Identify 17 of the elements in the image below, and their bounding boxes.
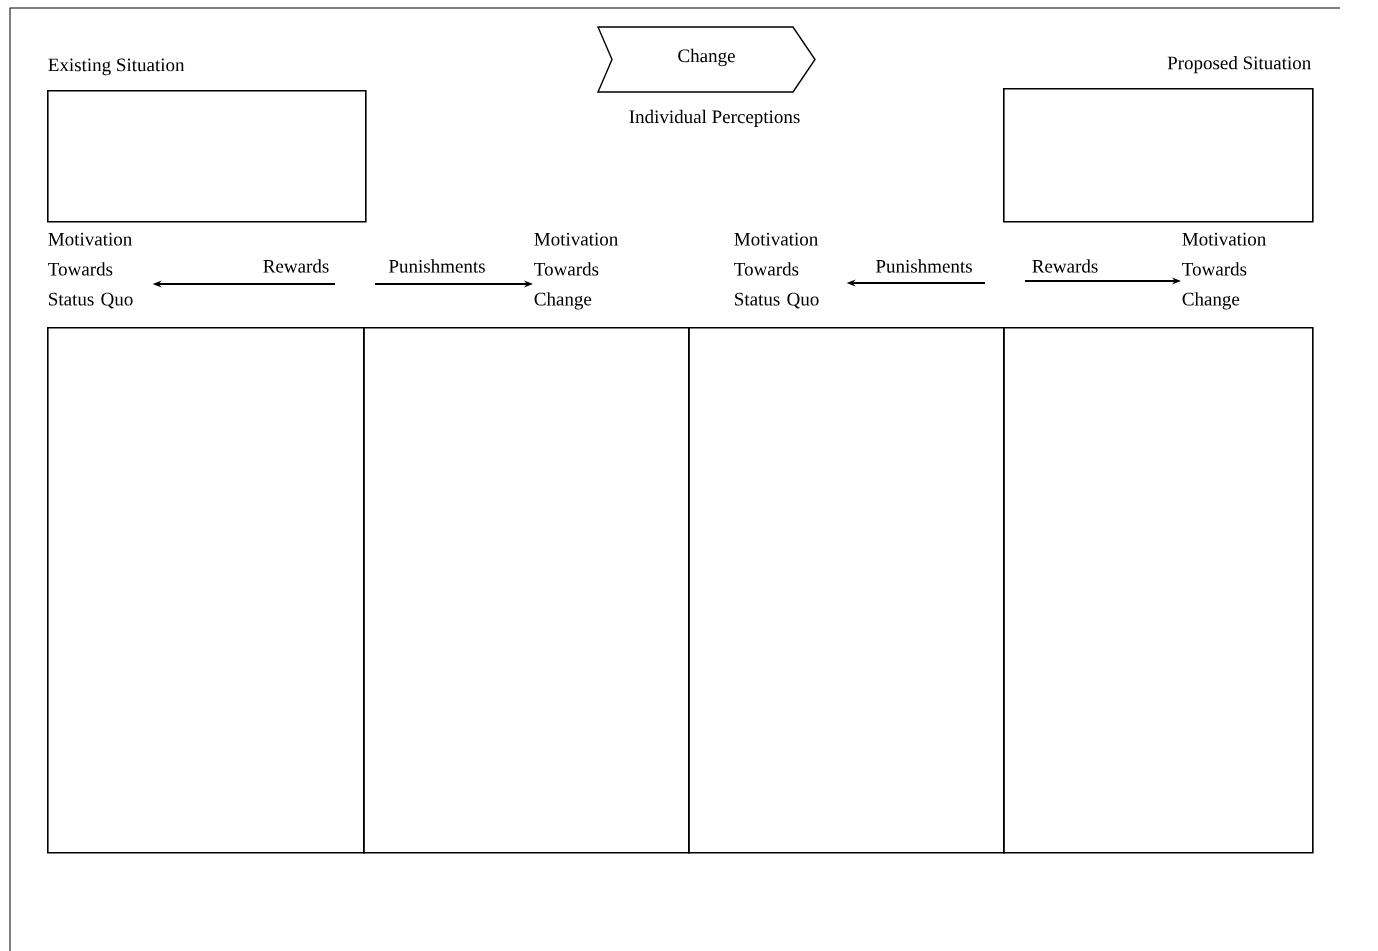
motivation-label: Motivation Towards Change xyxy=(534,232,618,310)
motivation-label: Motivation Towards Status Quo xyxy=(734,232,819,309)
motivation-label: Motivation Towards Change xyxy=(1182,232,1266,310)
column-box xyxy=(47,327,365,854)
edge-label: Rewards xyxy=(263,259,329,273)
node-label: Proposed Situation xyxy=(1167,55,1311,74)
column-box xyxy=(363,327,690,854)
column-box xyxy=(1003,327,1314,854)
node-label: Existing Situation xyxy=(48,58,185,76)
situation-box: Proposed Situation xyxy=(1003,56,1314,223)
edge-label: Punishments xyxy=(389,259,485,273)
situation-box: Existing Situation xyxy=(47,58,367,223)
node-label: Individual Perceptions xyxy=(629,109,800,128)
column-box xyxy=(688,327,1005,854)
motivation-label: Motivation Towards Status Quo xyxy=(48,232,133,309)
edge-label: Punishments xyxy=(876,259,972,273)
edge-label: Rewards xyxy=(1032,259,1098,273)
